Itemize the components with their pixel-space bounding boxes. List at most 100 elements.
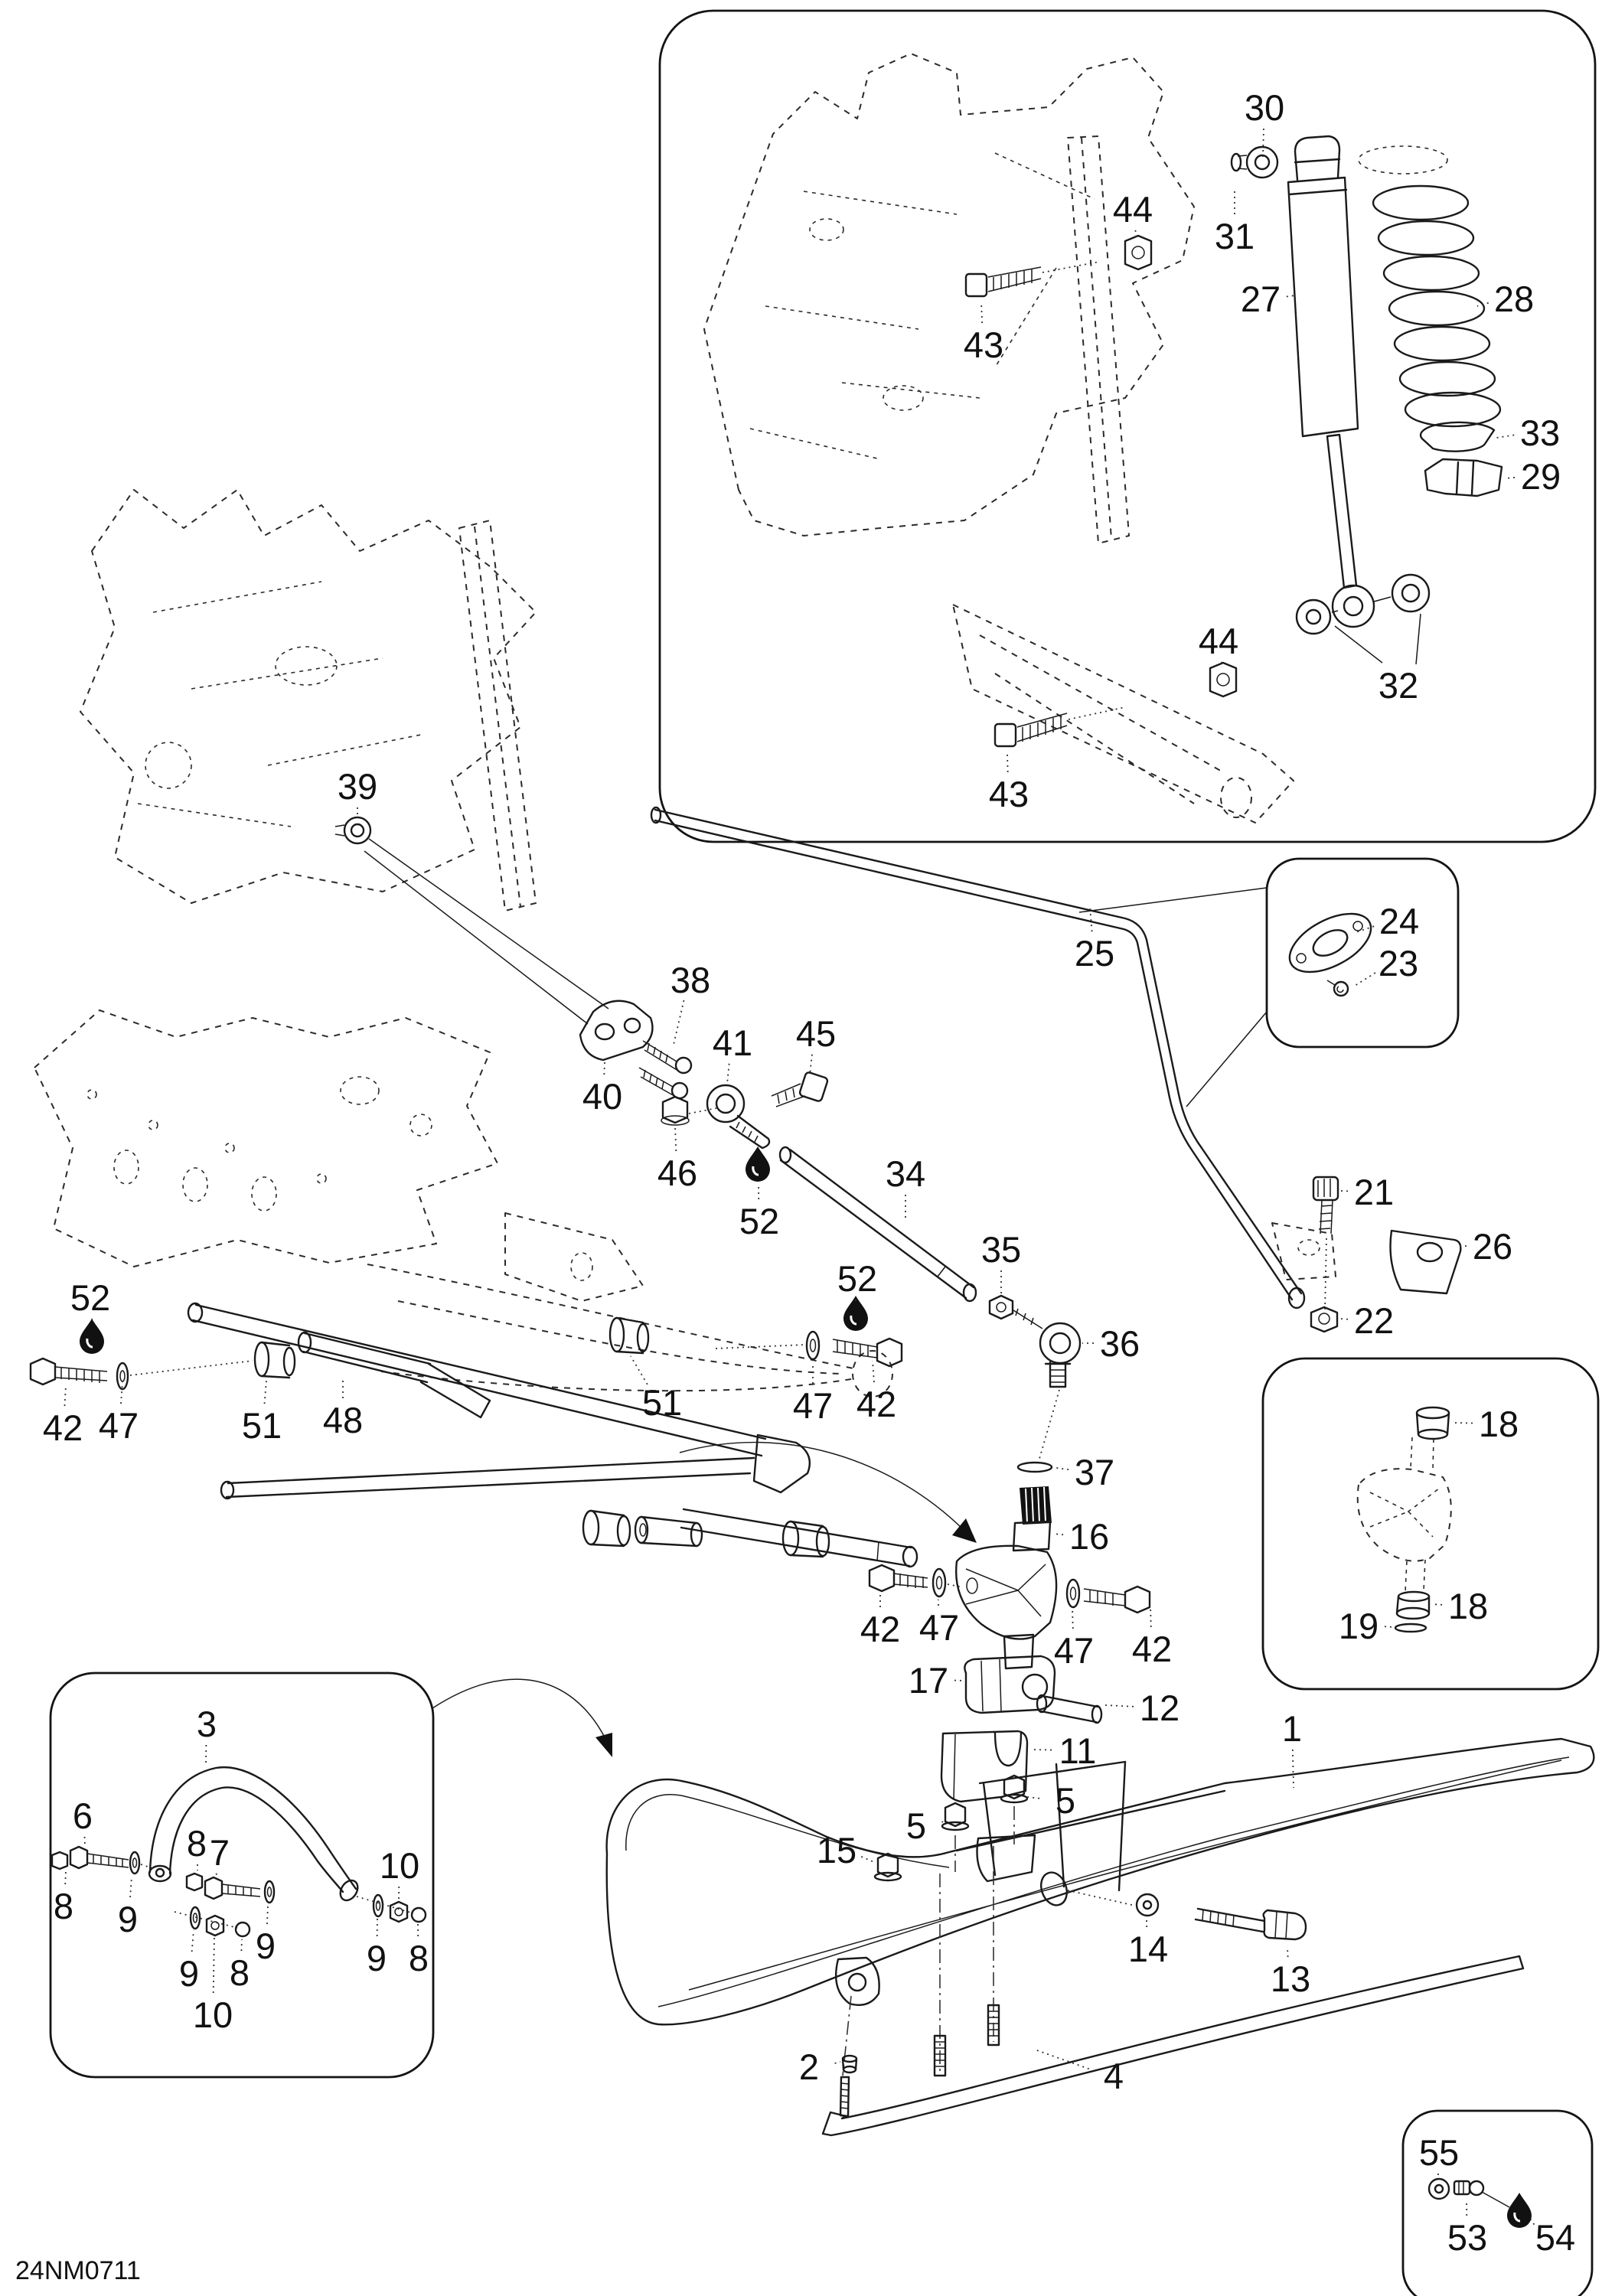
part-label-47: 47 <box>99 1405 139 1446</box>
lubricant-drop-icon <box>744 1145 772 1183</box>
leader-line <box>834 2061 841 2064</box>
shock-absorber-assembly <box>1230 135 1503 665</box>
o-ring-19 <box>1394 1623 1427 1633</box>
leader-line <box>263 1380 267 1404</box>
leader-line <box>1354 972 1376 987</box>
bushing-51-right <box>608 1316 625 1353</box>
part-label-26: 26 <box>1473 1226 1512 1267</box>
spindle-body <box>1012 1520 1052 1552</box>
nut-22 <box>1310 1306 1339 1333</box>
part-label-51: 51 <box>242 1405 282 1446</box>
part-label-52: 52 <box>837 1258 877 1299</box>
part-label-9: 9 <box>118 1899 138 1939</box>
part-label-19: 19 <box>1339 1606 1379 1646</box>
figure-code: 24NM0711 <box>15 2256 141 2285</box>
rod-end-41 <box>706 1084 746 1124</box>
part-label-1: 1 <box>1282 1708 1302 1749</box>
leader-line <box>980 302 984 324</box>
bolt-43-bottom-head <box>994 722 1017 748</box>
leader-line <box>872 1360 875 1383</box>
part-label-13: 13 <box>1271 1958 1310 1999</box>
part-label-11: 11 <box>1059 1730 1097 1771</box>
part-label-3: 3 <box>197 1704 217 1744</box>
bracket-26-ghost <box>1271 1222 1336 1280</box>
arrow-to-ski <box>432 1678 605 1738</box>
part-label-2: 2 <box>799 2047 819 2087</box>
part-label-55: 55 <box>1419 2132 1459 2173</box>
sway-bar-assembly <box>650 806 1462 1333</box>
part-label-29: 29 <box>1521 456 1561 497</box>
bolt-13 <box>1194 1907 1266 1933</box>
bolt-42-spindle-right-head <box>1124 1585 1151 1614</box>
leader-54 <box>1481 2191 1510 2208</box>
part-label-24: 24 <box>1379 901 1419 941</box>
washer-14 <box>1135 1893 1160 1917</box>
leader-line <box>1134 230 1137 240</box>
shock-body-27 <box>1287 176 1359 438</box>
leader-line <box>1496 434 1515 439</box>
part-label-10: 10 <box>380 1845 419 1886</box>
leader-line <box>1530 2219 1535 2226</box>
leader-line <box>1150 1605 1152 1628</box>
part-label-35: 35 <box>981 1229 1021 1270</box>
frame-ghost-top <box>703 53 1294 823</box>
part-label-34: 34 <box>886 1153 925 1194</box>
bracket-26 <box>1389 1229 1462 1295</box>
lubricant-drop-icon <box>78 1317 106 1355</box>
a-arm-rear-tube <box>225 1456 755 1499</box>
part-label-25: 25 <box>1075 933 1114 974</box>
leader-line <box>603 1062 605 1075</box>
ski-front-tab <box>835 1956 880 2007</box>
nut-8-a <box>51 1851 69 1870</box>
part-label-8: 8 <box>187 1823 207 1864</box>
part-label-39: 39 <box>338 766 377 807</box>
part-label-51: 51 <box>642 1382 682 1423</box>
tube-49 <box>640 1515 698 1548</box>
runner-4 <box>821 1955 1525 2137</box>
part-label-47: 47 <box>793 1385 833 1426</box>
leader-line <box>673 1000 685 1045</box>
spindle-assembly <box>868 1461 1151 1724</box>
part-label-9: 9 <box>256 1926 276 1966</box>
arm-tube-48 <box>302 1332 491 1419</box>
ski-bolt-hole <box>1039 1871 1069 1906</box>
part-label-40: 40 <box>582 1076 622 1117</box>
part-label-23: 23 <box>1379 943 1418 983</box>
leader-line <box>1104 1704 1134 1707</box>
washer-47-mid <box>805 1330 821 1361</box>
clamp-17 <box>964 1655 1056 1714</box>
part-label-12: 12 <box>1140 1688 1179 1728</box>
inset-box-ski-handle <box>49 1671 435 2079</box>
upper-a-arm-ghost <box>367 1264 854 1392</box>
washer-47-far-left <box>116 1362 129 1391</box>
inset-box-runner-screw <box>1401 2109 1594 2296</box>
part-label-6: 6 <box>73 1795 93 1836</box>
frame-ghost-upper-left <box>80 489 609 1025</box>
shaft-20 <box>680 1508 912 1567</box>
arrow-to-spindle <box>679 1441 964 1530</box>
leader-line <box>630 1355 648 1385</box>
flange-nut-5-left <box>944 1802 967 1828</box>
part-label-14: 14 <box>1128 1929 1168 1969</box>
part-label-8: 8 <box>54 1886 73 1926</box>
screw-23 <box>1333 980 1349 997</box>
part-label-21: 21 <box>1354 1172 1394 1212</box>
part-label-43: 43 <box>989 774 1029 814</box>
bolt-21-head <box>1312 1176 1339 1202</box>
leader-line <box>1452 1422 1473 1424</box>
lubricant-drop-icon <box>1506 2191 1533 2229</box>
nut-8-b <box>185 1872 204 1892</box>
o-ring-37 <box>1016 1461 1053 1473</box>
screw-53 <box>1453 2180 1471 2196</box>
part-label-10: 10 <box>193 1994 233 2035</box>
leader-line <box>860 1856 876 1864</box>
fasteners-43-44 <box>964 234 1238 748</box>
spring-seat-ghost <box>1358 145 1448 174</box>
part-label-53: 53 <box>1447 2217 1487 2258</box>
pin-12 <box>1039 1694 1099 1724</box>
bolt-13-head <box>1262 1909 1307 1941</box>
bolt-42-spindle-left-head <box>868 1564 896 1593</box>
leader-line <box>1431 1603 1443 1606</box>
leader-line <box>809 1054 813 1075</box>
washer-55 <box>1427 2177 1450 2200</box>
